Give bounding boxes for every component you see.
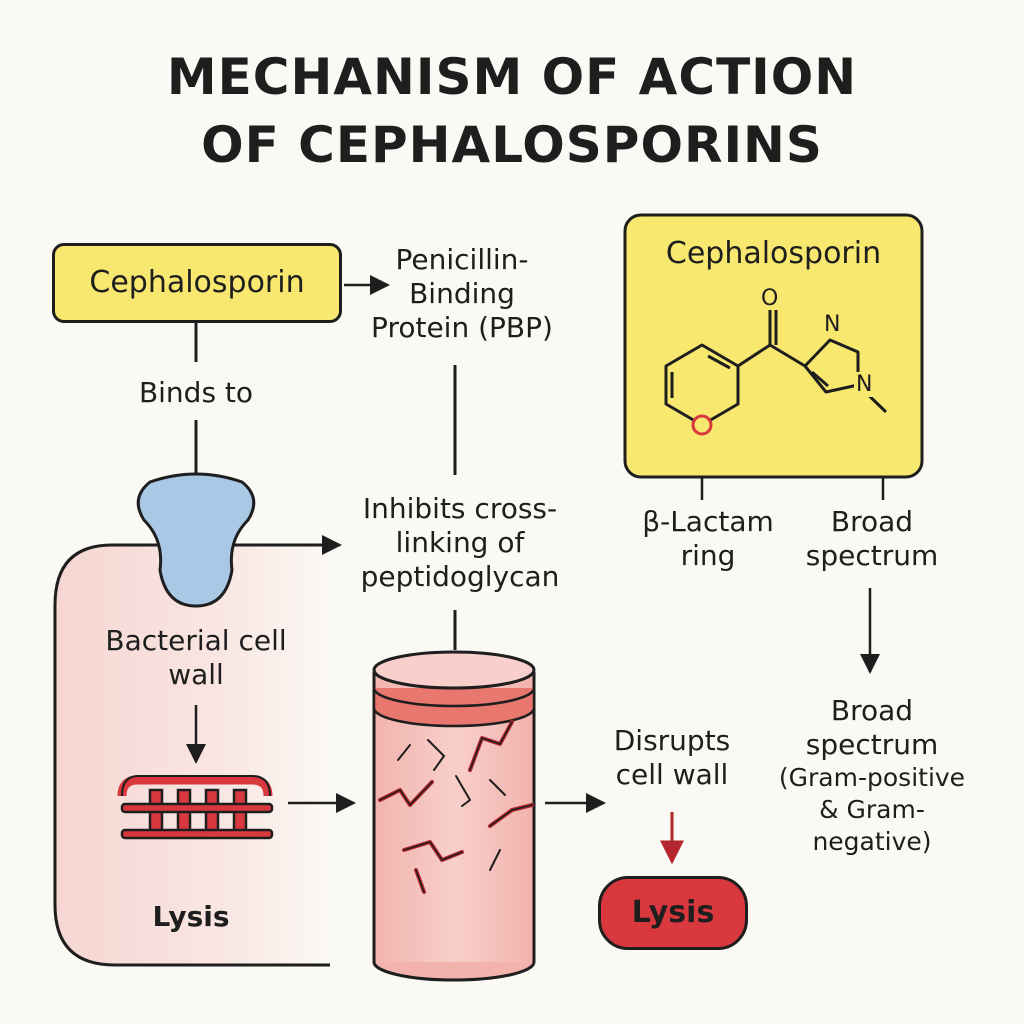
title-line-2: OF CEPHALOSPORINS bbox=[201, 116, 823, 174]
inhibits-line-2: linking of bbox=[395, 526, 525, 559]
broad-spectrum-line-1: Broad bbox=[830, 505, 914, 538]
broad-detail-line-4: & Gram-negative) bbox=[812, 795, 932, 856]
pbp-line-1: Penicillin- bbox=[395, 243, 529, 276]
broad-detail-line-2: spectrum bbox=[805, 728, 939, 761]
inhibits-line-3: peptidoglycan bbox=[360, 560, 560, 593]
beta-lactam-line-1: β-Lactam bbox=[642, 505, 774, 538]
cell-wall-line-2: wall bbox=[168, 658, 224, 691]
pbp-line-2: Binding bbox=[409, 277, 515, 310]
binds-to-label: Binds to bbox=[138, 376, 254, 409]
cephalosporin-box-label: Cephalosporin bbox=[89, 265, 305, 300]
pbp-label: Penicillin- Binding Protein (PBP) bbox=[362, 243, 562, 345]
disrupts-label: Disrupts cell wall bbox=[590, 724, 754, 792]
beta-lactam-label: β-Lactam ring bbox=[624, 505, 792, 573]
disrupts-line-2: cell wall bbox=[615, 758, 729, 791]
atom-n-top: N bbox=[822, 312, 843, 337]
lysis-result-badge: Lysis bbox=[598, 876, 748, 950]
bacterial-cell-wall-label: Bacterial cell wall bbox=[96, 624, 296, 692]
cell-wall-line-1: Bacterial cell bbox=[105, 624, 287, 657]
inhibits-line-1: Inhibits cross- bbox=[362, 492, 558, 525]
beta-lactam-oxygen-marker bbox=[691, 414, 713, 436]
atom-n-right: N bbox=[854, 372, 875, 397]
disrupts-line-1: Disrupts bbox=[613, 724, 731, 757]
cell-wall-cylinder-icon bbox=[372, 650, 536, 982]
broad-detail-line-3: (Gram-positive bbox=[778, 763, 966, 792]
broad-detail-line-1: Broad bbox=[830, 694, 914, 727]
pbp-protein-shape bbox=[136, 472, 256, 608]
cephalosporin-box: Cephalosporin bbox=[52, 243, 342, 323]
atom-o-carbonyl: O bbox=[761, 286, 779, 311]
lysis-left-label: Lysis bbox=[152, 900, 230, 933]
broad-spectrum-line-2: spectrum bbox=[805, 539, 939, 572]
broad-spectrum-label: Broad spectrum bbox=[790, 505, 954, 573]
bacterial-cell-outline bbox=[53, 543, 330, 967]
beta-lactam-line-2: ring bbox=[680, 539, 736, 572]
structure-box-label: Cephalosporin bbox=[665, 236, 882, 271]
title-line-1: MECHANISM OF ACTION bbox=[166, 48, 858, 106]
peptidoglycan-ladder-icon bbox=[117, 775, 274, 840]
inhibits-label: Inhibits cross- linking of peptidoglycan bbox=[340, 492, 580, 594]
broad-spectrum-detail-label: Broad spectrum (Gram-positive & Gram-neg… bbox=[760, 694, 984, 858]
pbp-line-3: Protein (PBP) bbox=[371, 311, 553, 344]
